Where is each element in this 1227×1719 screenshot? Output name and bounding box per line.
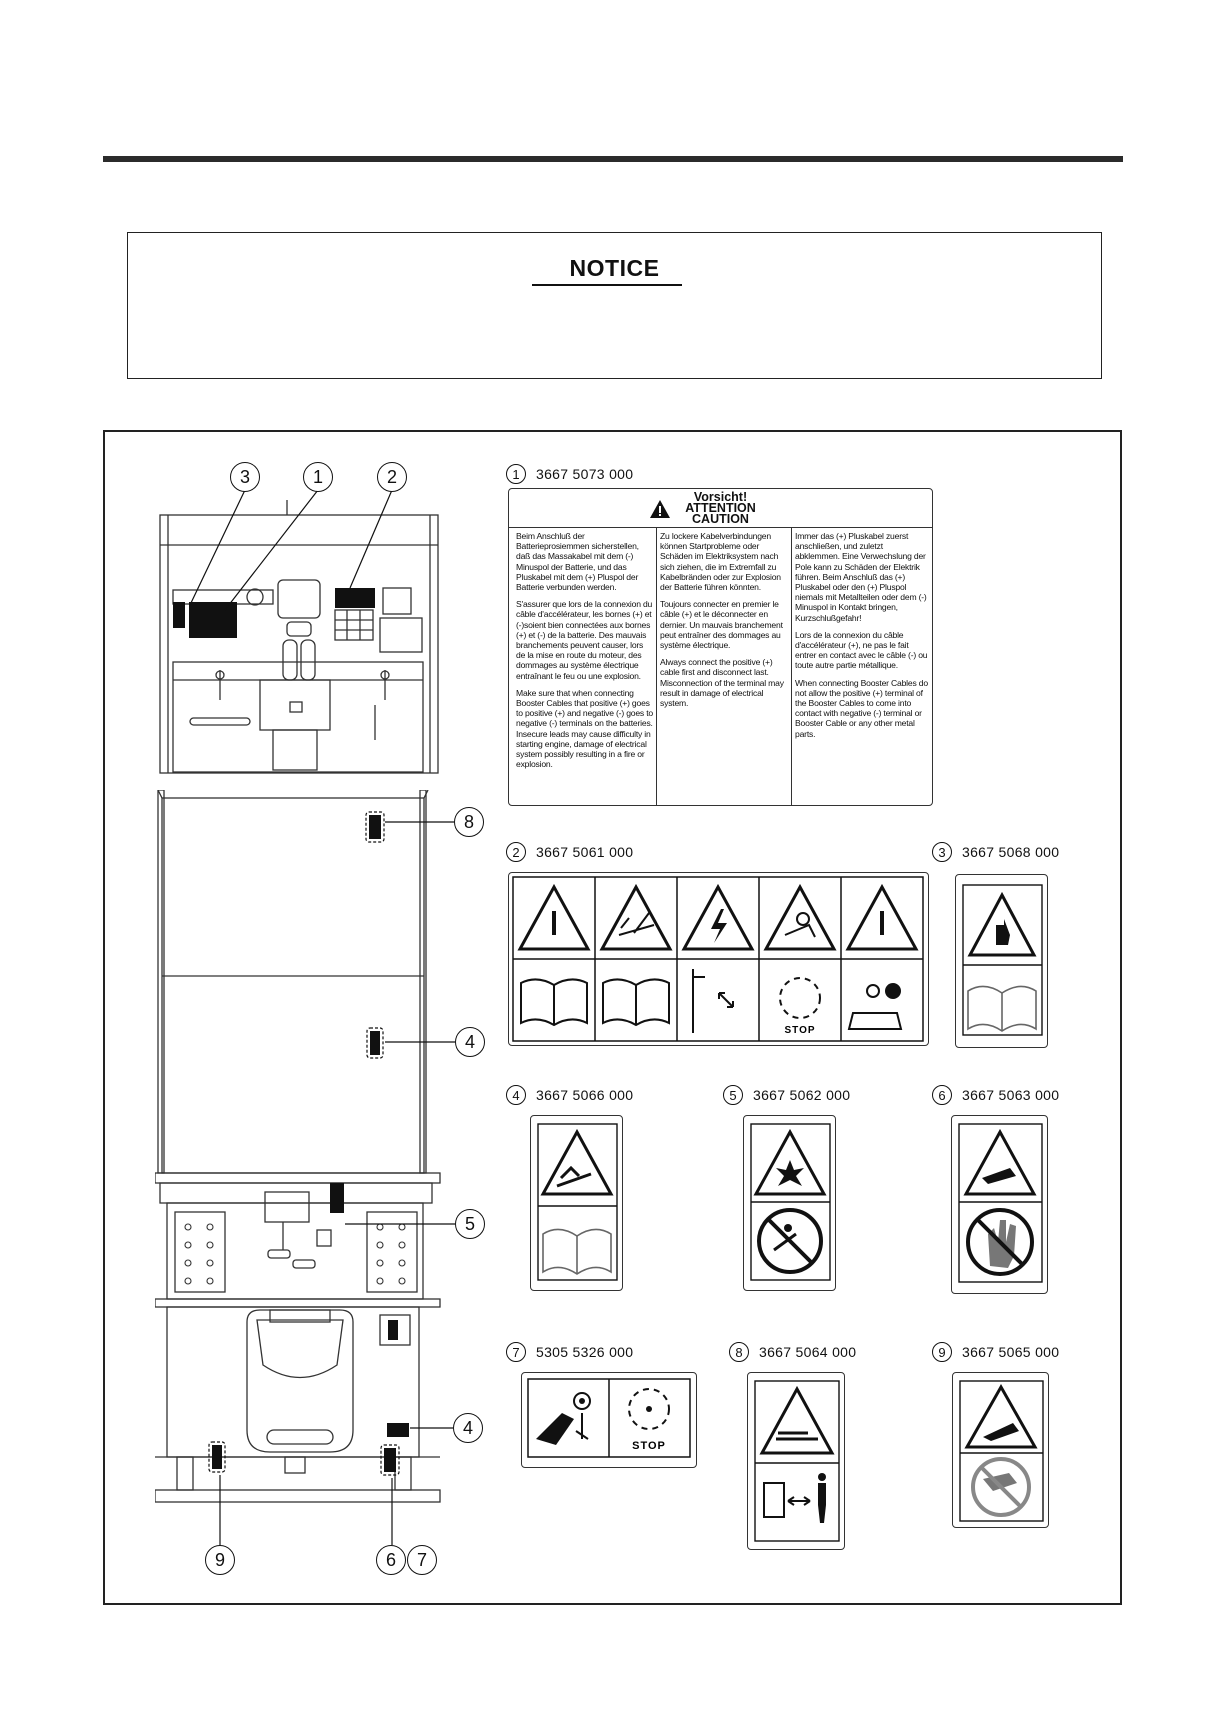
caution-text: Toujours connecter en premier le câble (… <box>660 599 783 651</box>
decal-4-number: 4 <box>506 1085 526 1105</box>
decal-2-heading: 2 3667 5061 000 <box>506 842 633 862</box>
notice-box: NOTICE <box>127 232 1102 379</box>
decal-2-safety-label: STOP <box>508 872 929 1046</box>
caution-text: Zu lockere Kabelverbindungen können Star… <box>660 531 781 593</box>
decal-3-pictograms <box>962 884 1043 1036</box>
notice-title: NOTICE <box>569 255 660 281</box>
caution-text: When connecting Booster Cables do not al… <box>795 677 928 739</box>
caution-title-de: Vorsicht! <box>693 490 748 504</box>
decal-3-safety-label <box>955 874 1048 1048</box>
callout-4-upper: 4 <box>455 1027 485 1057</box>
decal-5-safety-label <box>743 1115 836 1291</box>
stop-text: STOP <box>784 1025 815 1036</box>
decal-8-number: 8 <box>729 1342 749 1362</box>
caution-text: S'assurer que lors de la connexion du câ… <box>516 599 653 681</box>
caution-column-1: Beim Anschluß der Batterieprosiemmen sic… <box>516 531 654 776</box>
callout-3: 3 <box>230 462 260 492</box>
decal-5-pictograms <box>750 1123 831 1281</box>
caution-text: Always connect the positive (+) cable fi… <box>660 657 784 709</box>
decal-3-number: 3 <box>932 842 952 862</box>
decal-1-caution-label: Vorsicht! ATTENTION CAUTION Beim Anschlu… <box>508 488 933 806</box>
decal-8-safety-label <box>747 1372 845 1550</box>
decal-8-code: 3667 5064 000 <box>759 1344 857 1360</box>
callout-1: 1 <box>303 462 333 492</box>
callout-7: 7 <box>407 1545 437 1575</box>
machine-front-view <box>155 790 441 1503</box>
decal-4-pictograms <box>537 1123 618 1281</box>
decal-6-code: 3667 5063 000 <box>962 1087 1060 1103</box>
callout-9: 9 <box>205 1545 235 1575</box>
decal-6-number: 6 <box>932 1085 952 1105</box>
decal-5-number: 5 <box>723 1085 743 1105</box>
callout-5: 5 <box>455 1209 485 1239</box>
machine-top-view <box>159 500 439 774</box>
callout-2: 2 <box>377 462 407 492</box>
decal-2-code: 3667 5061 000 <box>536 844 634 860</box>
callout-4-lower: 4 <box>453 1413 483 1443</box>
stop-text: STOP <box>632 1440 666 1452</box>
notice-underline <box>532 284 682 286</box>
caution-text: Make sure that when connecting Booster C… <box>516 687 653 770</box>
decal-location-figure <box>103 430 1122 1605</box>
decal-9-code: 3667 5065 000 <box>962 1344 1060 1360</box>
decal-3-code: 3667 5068 000 <box>962 844 1060 860</box>
decal-6-safety-label <box>951 1115 1048 1294</box>
decal-8-heading: 8 3667 5064 000 <box>729 1342 856 1362</box>
caution-column-3: Immer das (+) Pluskabel zuerst anschließ… <box>795 531 929 746</box>
decal-5-heading: 5 3667 5062 000 <box>723 1085 850 1105</box>
decal-5-code: 3667 5062 000 <box>753 1087 851 1103</box>
decal-9-pictograms <box>959 1380 1044 1522</box>
decal-3-heading: 3 3667 5068 000 <box>932 842 1059 862</box>
decal-4-heading: 4 3667 5066 000 <box>506 1085 633 1105</box>
warning-triangle-icon <box>650 500 670 518</box>
caution-header: Vorsicht! ATTENTION CAUTION <box>509 489 932 528</box>
decal-9-number: 9 <box>932 1342 952 1362</box>
decal-2-number: 2 <box>506 842 526 862</box>
decal-9-heading: 9 3667 5065 000 <box>932 1342 1059 1362</box>
decal-1-number: 1 <box>506 464 526 484</box>
header-rule <box>103 156 1123 162</box>
decal-7-heading: 7 5305 5326 000 <box>506 1342 633 1362</box>
decal-1-heading: 1 3667 5073 000 <box>506 464 633 484</box>
decal-7-safety-label: STOP <box>521 1372 697 1468</box>
caution-title-en: CAUTION <box>692 512 749 526</box>
caution-text: Lors de la connexion du câble d'accéléra… <box>795 629 928 671</box>
decal-9-safety-label <box>952 1372 1049 1528</box>
callout-8: 8 <box>454 807 484 837</box>
decal-7-number: 7 <box>506 1342 526 1362</box>
caution-title-fr: ATTENTION <box>685 501 756 515</box>
decal-4-safety-label <box>530 1115 623 1291</box>
decal-7-pictograms: STOP <box>527 1378 691 1458</box>
decal-4-code: 3667 5066 000 <box>536 1087 634 1103</box>
decal-2-pictograms: STOP <box>512 876 924 1042</box>
decal-6-heading: 6 3667 5063 000 <box>932 1085 1059 1105</box>
decal-7-code: 5305 5326 000 <box>536 1344 634 1360</box>
caution-text: Immer das (+) Pluskabel zuerst anschließ… <box>795 531 927 623</box>
callout-6: 6 <box>376 1545 406 1575</box>
decal-8-pictograms <box>754 1380 840 1542</box>
caution-column-2: Zu lockere Kabelverbindungen können Star… <box>660 531 789 715</box>
caution-text: Beim Anschluß der Batterieprosiemmen sic… <box>516 531 639 593</box>
decal-6-pictograms <box>958 1123 1043 1283</box>
decal-1-code: 3667 5073 000 <box>536 466 634 482</box>
